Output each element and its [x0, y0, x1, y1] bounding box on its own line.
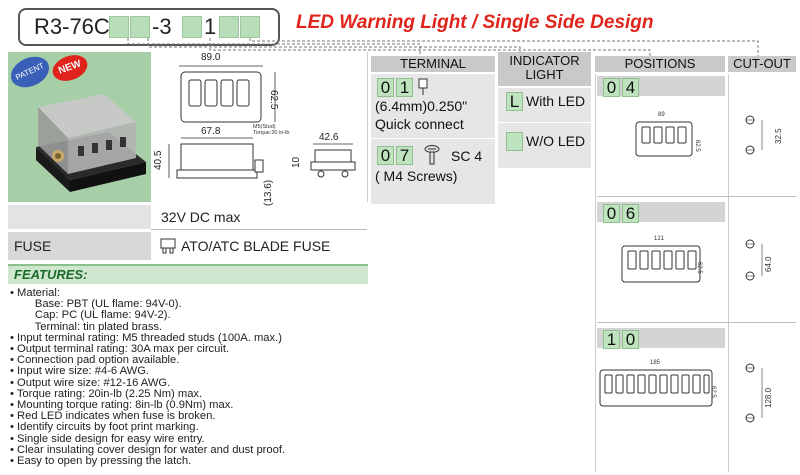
position-06-digit-1: 0	[603, 204, 620, 223]
cutout-10-value: 128.0	[764, 387, 773, 408]
indicator-opt1-text: With LED	[526, 93, 586, 109]
position-10-drawing	[599, 369, 713, 407]
position-04-digit-1: 0	[603, 78, 620, 97]
position-06-height: 62.5	[696, 262, 702, 274]
dim-side-height: 10	[291, 156, 302, 168]
features-list: • Material: Base: PBT (UL flame: 94V-0).…	[10, 287, 590, 468]
features-heading: FEATURES:	[14, 267, 88, 282]
indicator-column: L With LED W/O LED	[498, 88, 591, 168]
feature-line: • Connection pad option available.	[10, 354, 180, 367]
voltage-row: 32V DC max	[151, 205, 367, 230]
page-title: LED Warning Light / Single Side Design	[296, 12, 654, 33]
code-connector-lines	[127, 38, 759, 56]
part-code-dash: -3	[152, 14, 172, 39]
dim-width-top: 89.0	[201, 52, 221, 63]
position-04-height: 62.5	[694, 140, 700, 152]
position-04-width: 89	[658, 112, 665, 118]
code-slot-2	[130, 16, 150, 38]
terminal-opt2-digit-2: 7	[396, 146, 413, 165]
feature-line: • Mounting torque rating: 8in-lb (0.9Nm)…	[10, 399, 234, 412]
position-04-drawing	[635, 121, 693, 157]
code-slot-1	[109, 16, 129, 38]
front-view-drawing	[168, 137, 264, 179]
feature-line: • Torque rating: 20in-lb (2.25 Nm) max.	[10, 387, 203, 400]
positions-column	[595, 74, 726, 472]
voltage-value: 32V DC max	[161, 209, 241, 225]
feature-line: • Material:	[10, 287, 60, 299]
feature-line: • Red LED indicates when fuse is broken.	[10, 410, 216, 423]
feature-line: • Identify circuits by foot print markin…	[10, 421, 199, 434]
stud-label: M5(Stud) Torque:20 in-lb	[253, 124, 290, 136]
column-terminal-header: TERMINAL	[371, 56, 495, 72]
terminal-opt1-digit-1: 0	[377, 78, 394, 97]
positions-divider-1	[597, 196, 796, 197]
feature-line: Cap: PC (UL flame: 94V-2).	[10, 309, 171, 322]
dim-height-front: 40.5	[153, 150, 164, 170]
terminal-opt2-digit-1: 0	[377, 146, 394, 165]
product-photo: PATENT NEW	[5, 50, 151, 202]
blade-fuse-icon	[160, 238, 176, 254]
dim-base-height: (13.6)	[263, 179, 274, 206]
dim-height-top: 62.5	[268, 90, 279, 110]
cutout-column	[728, 74, 797, 472]
position-10-height: 62.5	[710, 386, 716, 398]
dim-width-front: 67.8	[201, 126, 221, 137]
column-indicator-header: INDICATOR LIGHT	[498, 52, 591, 86]
cutout-04-value: 32.5	[774, 128, 783, 144]
fuse-value: ATO/ATC BLADE FUSE	[181, 238, 331, 254]
features-header-bar: FEATURES:	[8, 264, 368, 284]
position-06-width: 121	[654, 236, 665, 242]
cutout-04-drawing	[745, 115, 763, 155]
column-positions-header: POSITIONS	[595, 56, 725, 72]
feature-line: • Clear insulating cover design for wate…	[10, 443, 286, 456]
indicator-opt2-text: W/O LED	[526, 133, 586, 149]
terminal-opt2-screws: ( M4 Screws)	[375, 168, 458, 184]
terminal-column: 0 1 (6.4mm)0.250" Quick connect 0 7 SC 4…	[371, 74, 495, 204]
cutout-10-drawing	[745, 363, 763, 423]
dimension-drawing-area: 89.0 62.5 67.8 M5(Stud) Torque:20 in-lb …	[151, 52, 368, 206]
terminal-opt1-size: (6.4mm)0.250"	[375, 98, 468, 114]
position-04-digit-2: 4	[622, 78, 639, 97]
position-10-width: 185	[650, 360, 661, 366]
code-slot-3	[182, 16, 202, 38]
dim-side-width: 42.6	[319, 132, 339, 143]
part-code-one: 1	[204, 14, 217, 39]
screw-icon	[424, 145, 440, 165]
voltage-row-label	[8, 205, 151, 229]
fuse-row-label-cell: FUSE	[8, 232, 151, 260]
terminal-opt2-sc: SC 4	[451, 148, 483, 164]
feature-line: • Input terminal rating: M5 threaded stu…	[10, 331, 282, 344]
top-view-drawing	[179, 65, 276, 123]
code-slot-5	[240, 16, 260, 38]
feature-line: Base: PBT (UL flame: 94V-0).	[10, 298, 182, 311]
position-10-digit-2: 0	[622, 330, 639, 349]
feature-line: • Single side design for easy wire entry…	[10, 432, 205, 445]
feature-line: • Output terminal rating: 30A max per ci…	[10, 343, 230, 356]
part-code-prefix: R3-76C-	[34, 14, 118, 39]
feature-line: Terminal: tin plated brass.	[10, 320, 163, 333]
position-06-digit-2: 6	[622, 204, 639, 223]
position-06-drawing	[621, 245, 701, 283]
position-10-digit-1: 1	[603, 330, 620, 349]
fuse-label: FUSE	[14, 238, 52, 254]
code-slot-4	[219, 16, 239, 38]
positions-divider-2	[597, 322, 796, 323]
terminal-opt1-digit-2: 1	[396, 78, 413, 97]
indicator-opt1-letter: L	[506, 92, 523, 111]
column-cutout-header: CUT-OUT	[728, 56, 796, 72]
side-view-drawing	[310, 143, 356, 178]
feature-line: • Input wire size: #4-6 AWG.	[10, 365, 150, 378]
indicator-opt2-slot	[506, 132, 523, 151]
quick-connect-icon	[418, 78, 428, 95]
terminal-divider	[371, 138, 495, 139]
terminal-opt1-type: Quick connect	[375, 116, 464, 132]
cutout-06-drawing	[745, 239, 763, 281]
feature-line: • Easy to open by pressing the latch.	[10, 455, 192, 468]
cutout-06-value: 64.0	[764, 256, 773, 272]
indicator-divider	[498, 122, 591, 123]
fuse-row: ATO/ATC BLADE FUSE	[151, 232, 367, 260]
feature-line: • Output wire size: #12-16 AWG.	[10, 376, 171, 389]
